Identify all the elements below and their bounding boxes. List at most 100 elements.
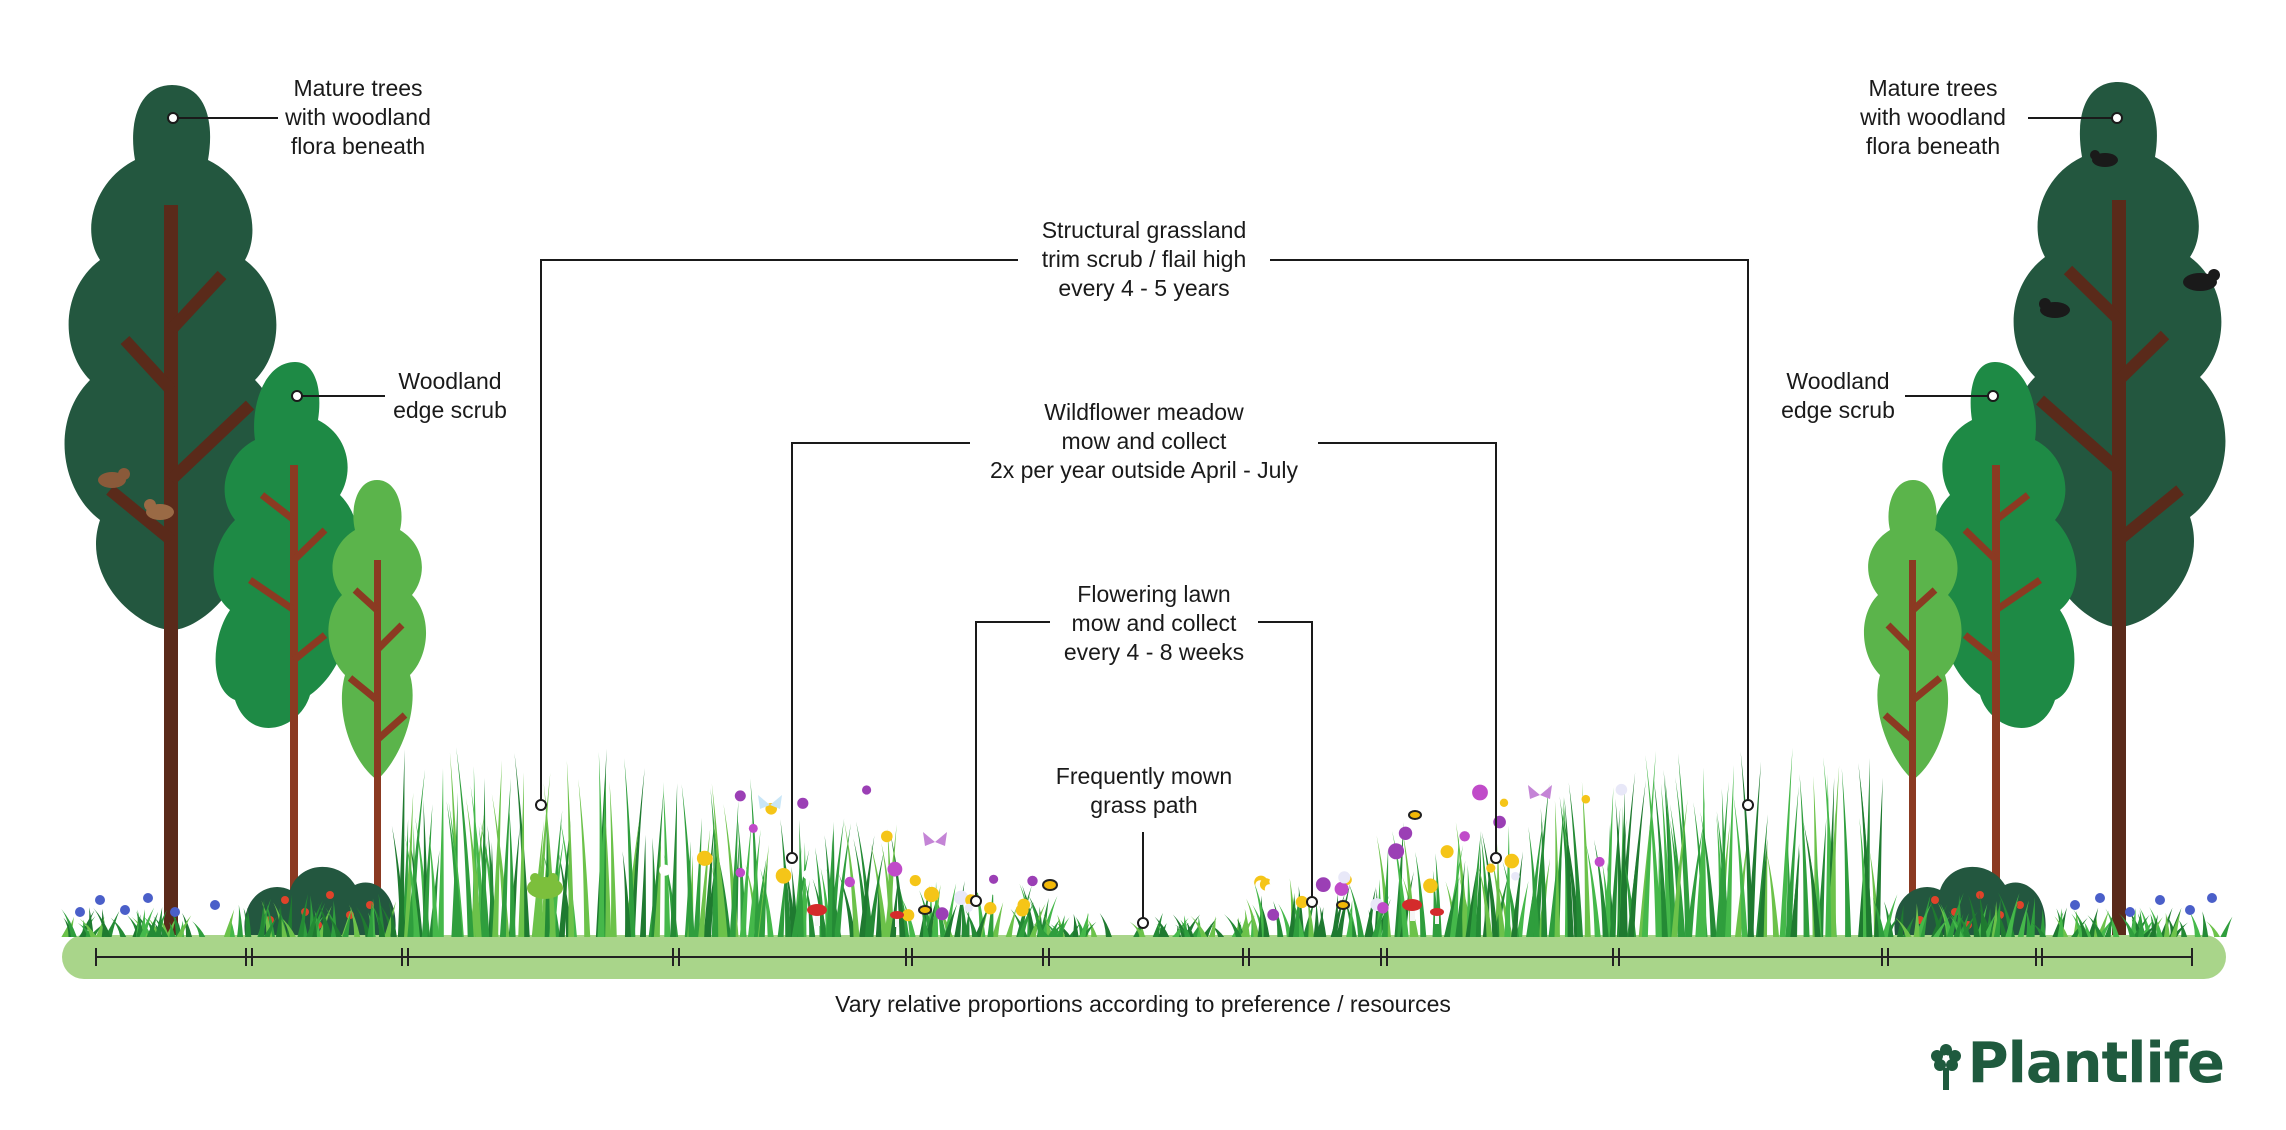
grass-blade	[1099, 913, 1112, 937]
grass-blade	[1799, 773, 1810, 937]
grass-blade	[2220, 916, 2233, 937]
grass-blade	[1803, 821, 1821, 937]
grass-blade	[1968, 894, 1980, 937]
flower-icon	[1315, 877, 1331, 892]
bluebell-icon	[75, 893, 2217, 917]
grass-blade	[693, 817, 702, 937]
grass-blade	[1896, 904, 1904, 937]
grass-blade	[2005, 893, 2020, 937]
grass-blade	[1491, 855, 1506, 937]
grass-blade	[2169, 907, 2182, 937]
flower-icon	[1504, 853, 1520, 869]
grass-blade	[1261, 905, 1270, 937]
flower-icon	[1327, 892, 1337, 902]
grass-blade	[838, 873, 856, 937]
grass-blade	[925, 897, 938, 937]
grass-blade	[404, 834, 420, 937]
grass-blade	[639, 834, 646, 937]
flower-icon	[1334, 881, 1349, 896]
grass-blade	[712, 817, 728, 937]
grass-blade	[1946, 892, 1964, 937]
grass-blade	[306, 900, 324, 937]
grass-blade	[1725, 765, 1734, 937]
grass-blade	[731, 840, 740, 937]
grass-blade	[1465, 867, 1478, 937]
grass-blade	[1493, 872, 1510, 937]
grass-blade	[105, 910, 120, 937]
grass-blade	[598, 751, 605, 937]
grass-blade	[79, 918, 97, 937]
grass-blade	[2105, 908, 2120, 937]
mushroom-icon	[807, 899, 1444, 927]
flower-icon	[1472, 784, 1488, 801]
logo-flower-icon	[1930, 1043, 1961, 1090]
grass-blade	[1313, 901, 1320, 937]
grass-blade	[2138, 910, 2145, 937]
grass-blade	[578, 779, 591, 937]
grass-blade	[777, 865, 787, 937]
grass-blade	[757, 844, 769, 937]
woodland-edge-tree-right	[1932, 362, 2077, 935]
grass-blade	[1660, 783, 1672, 937]
flower-icon	[881, 830, 893, 843]
grass-blade	[1618, 788, 1625, 937]
grass-blade	[1331, 893, 1339, 937]
grass-blade	[1072, 913, 1079, 937]
flower-icon	[748, 823, 758, 833]
grass-blade	[437, 768, 444, 937]
grass-blade	[729, 800, 739, 937]
grass-blade	[2039, 908, 2046, 937]
grass-blade	[1700, 811, 1717, 937]
grass-blade	[1927, 896, 1944, 937]
grass-blade	[1766, 851, 1780, 937]
flower-icon	[909, 875, 921, 887]
grass-blade	[136, 917, 143, 937]
grass-blade	[1481, 831, 1499, 937]
grass-blade	[1056, 915, 1065, 937]
grass-blade	[169, 922, 176, 937]
grass-blade	[747, 829, 761, 937]
grass-blade	[760, 868, 774, 937]
butterfly-icon	[758, 785, 1552, 846]
grass-blade	[753, 857, 767, 937]
grass-blade	[965, 909, 979, 937]
flower-icon	[902, 909, 915, 922]
flower-icon	[1015, 903, 1029, 917]
grass-blade	[1841, 768, 1852, 937]
grass-blade	[1201, 918, 1217, 937]
grass-blade	[428, 834, 439, 937]
grass-blade	[1129, 921, 1146, 937]
grass-blade	[1791, 843, 1800, 937]
grass-blade	[1381, 847, 1389, 937]
grass-blade	[384, 901, 396, 937]
grass-blade	[374, 908, 386, 937]
light-tree-right	[1863, 480, 1962, 935]
grass-blade	[1223, 913, 1242, 937]
grass-blade	[1978, 892, 1987, 937]
grass-blade	[1603, 787, 1614, 937]
grass-blade	[1628, 780, 1646, 937]
grass-blade	[858, 835, 875, 937]
grass-blade	[2078, 919, 2089, 937]
grass-blade	[1088, 919, 1098, 937]
grass-blade	[834, 823, 851, 937]
grass-blade	[1152, 912, 1163, 937]
grass-blade	[2141, 923, 2158, 937]
flower-icon	[984, 902, 997, 915]
grass-blade	[1645, 755, 1662, 937]
grass-blade	[1953, 914, 1964, 937]
grass-blade	[1858, 763, 1873, 937]
grass-blade	[508, 805, 516, 937]
grass-blade	[867, 850, 885, 937]
grass-blade	[1790, 847, 1800, 937]
grass-blade	[518, 772, 525, 937]
bird-icon	[98, 150, 2220, 520]
grass-blade	[95, 917, 105, 937]
grass-blade	[653, 838, 662, 937]
grass-blade	[1715, 781, 1729, 937]
grass-blade	[1246, 898, 1260, 937]
grass-blade	[1288, 897, 1295, 937]
